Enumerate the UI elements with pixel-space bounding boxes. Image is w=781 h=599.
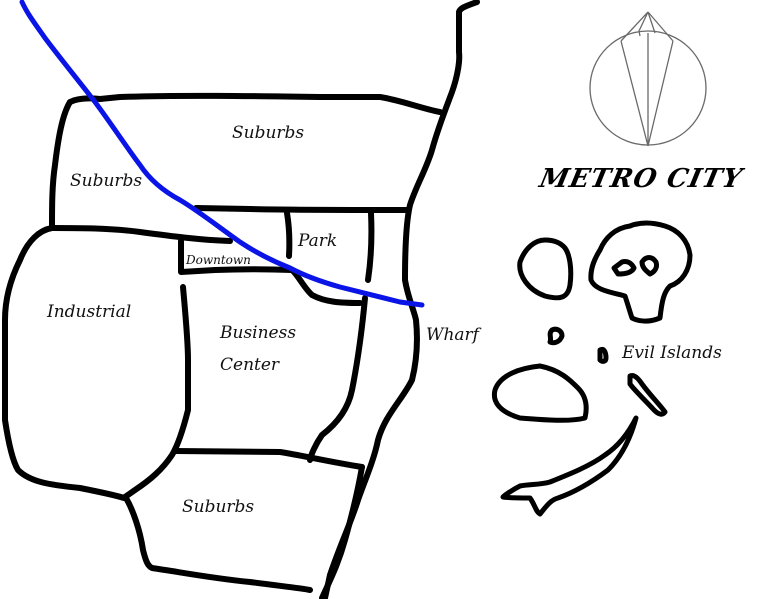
- label-park: Park: [298, 231, 338, 251]
- business-east-road: [307, 295, 368, 463]
- island-sliver: [627, 373, 668, 417]
- coastline: [322, 0, 480, 599]
- label-wharf: Wharf: [426, 325, 479, 345]
- label-evil-islands: Evil Islands: [622, 343, 722, 363]
- business-south-edge: [172, 448, 365, 470]
- island-skull-eye-left: [611, 259, 637, 277]
- suburbs-south-east-edge: [319, 464, 365, 599]
- north-divider: [193, 205, 411, 213]
- island-skull: [588, 220, 693, 324]
- river: [19, 0, 425, 308]
- label-business-line2: Center: [220, 355, 280, 375]
- suburbs-north-boundary: [67, 92, 443, 115]
- compass-rose-icon: [589, 11, 707, 147]
- west-divider: [49, 225, 233, 244]
- label-downtown: Downtown: [186, 253, 251, 267]
- business-west-edge: [122, 284, 191, 500]
- downtown-boundary: [178, 238, 363, 306]
- island-crescent: [500, 415, 639, 517]
- island-large-west: [491, 363, 589, 423]
- industrial-boundary: [2, 225, 127, 501]
- label-business-line1: Business: [220, 323, 297, 343]
- label-suburbs-west: Suburbs: [70, 171, 143, 191]
- label-industrial: Industrial: [47, 302, 132, 322]
- park-east-edge: [365, 210, 375, 283]
- island-round: [517, 237, 574, 301]
- suburbs-south-boundary: [123, 495, 313, 593]
- park-west-edge: [284, 210, 293, 259]
- map-title: METRO CITY: [536, 164, 746, 194]
- island-small-a: [547, 326, 565, 346]
- suburbs-west-left-edge: [49, 99, 73, 231]
- label-suburbs-north: Suburbs: [232, 123, 305, 143]
- island-small-b: [597, 347, 609, 364]
- label-suburbs-south: Suburbs: [182, 497, 255, 517]
- island-skull-eye-right: [639, 255, 659, 277]
